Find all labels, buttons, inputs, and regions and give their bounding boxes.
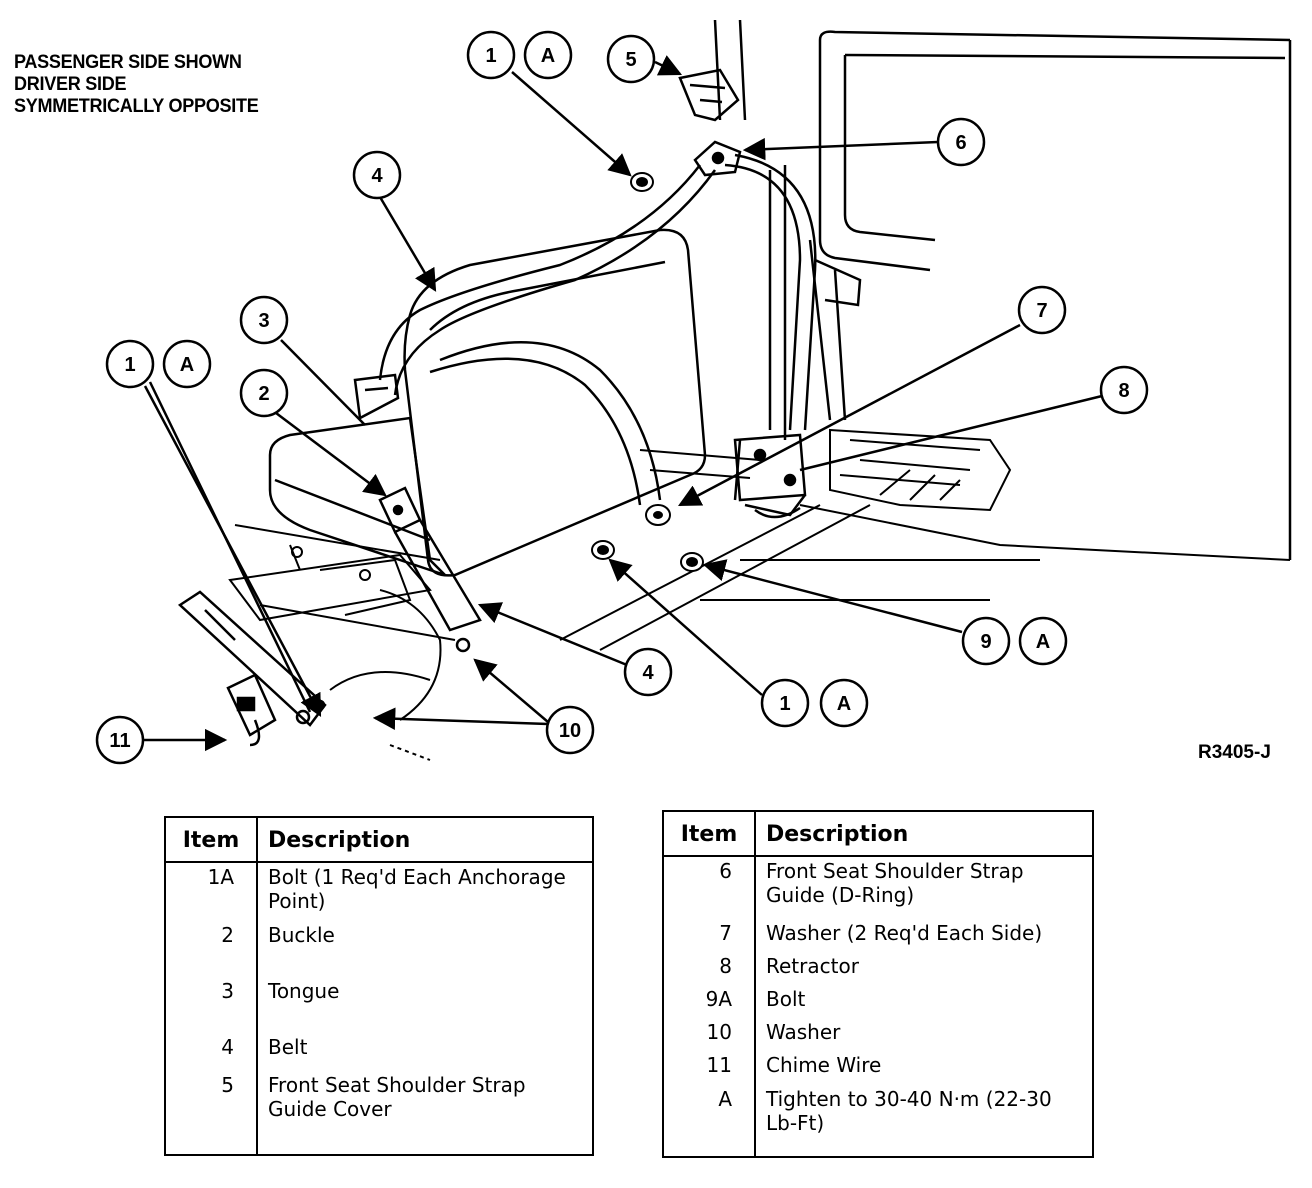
belt-webbing xyxy=(378,153,817,506)
bolt-retractor xyxy=(680,552,704,572)
note-line: SYMMETRICALLY OPPOSITE xyxy=(14,96,259,117)
legend-table-right: Item Description 6 Front Seat Shoulder S… xyxy=(662,810,1094,1158)
table-row: 7 Washer (2 Req'd Each Side) xyxy=(663,918,1093,952)
d-ring-guide xyxy=(693,140,742,177)
item-number: 10 xyxy=(663,1018,756,1052)
callout-6: 6 xyxy=(936,117,986,167)
table-row: 2 Buckle xyxy=(165,921,593,977)
table-row: 11 Chime Wire xyxy=(663,1051,1093,1085)
item-number: 8 xyxy=(663,951,756,986)
svg-text:8: 8 xyxy=(1118,380,1129,402)
callout-10: 10 xyxy=(545,705,595,755)
callout-7: 7 xyxy=(1017,285,1067,335)
table-row: 10 Washer xyxy=(663,1018,1093,1052)
item-number: 6 xyxy=(663,856,756,919)
exploded-view-illustration: 1 A 5 6 4 3 1 A 2 xyxy=(95,19,1292,765)
item-number: 1A xyxy=(165,862,258,921)
callout-11: 11 xyxy=(95,715,145,765)
table-row: 6 Front Seat Shoulder Strap Guide (D-Rin… xyxy=(663,856,1093,919)
callout-1a-left: 1 A xyxy=(105,339,212,389)
seat-belt-diagram: PASSENGER SIDE SHOWN DRIVER SIDE SYMMETR… xyxy=(14,19,1292,765)
legend-table-left: Item Description 1A Bolt (1 Req'd Each A… xyxy=(164,816,594,1156)
item-description: Washer xyxy=(766,1020,841,1045)
svg-text:1: 1 xyxy=(779,693,790,715)
svg-text:2: 2 xyxy=(258,383,269,405)
svg-text:4: 4 xyxy=(371,165,383,187)
item-description: Bolt xyxy=(766,987,806,1012)
callout-8: 8 xyxy=(1099,365,1149,415)
svg-text:A: A xyxy=(180,354,194,376)
item-description: Retractor xyxy=(766,953,859,978)
item-number: A xyxy=(663,1084,756,1157)
item-number: 7 xyxy=(663,918,756,952)
note-line: PASSENGER SIDE SHOWN xyxy=(14,52,242,73)
item-number: 11 xyxy=(663,1051,756,1085)
item-description: Front Seat Shoulder Strap Guide Cover xyxy=(268,1073,526,1122)
retractor-mount-bracket xyxy=(829,428,1012,512)
seat-cushion xyxy=(268,416,446,577)
vehicle-body-pillar xyxy=(713,19,1292,560)
item-number: 9A xyxy=(663,985,756,1019)
item-description: Tighten to 30-40 N·m (22-30 Lb-Ft) xyxy=(766,1086,1052,1135)
table-row: 8 Retractor xyxy=(663,951,1093,986)
svg-text:4: 4 xyxy=(642,662,654,684)
guide-cover xyxy=(678,68,740,122)
svg-text:5: 5 xyxy=(625,49,636,71)
item-description: Washer (2 Req'd Each Side) xyxy=(766,920,1043,945)
table-row: A Tighten to 30-40 N·m (22-30 Lb-Ft) xyxy=(663,1084,1093,1157)
callout-9a: 9 A xyxy=(961,616,1068,666)
svg-text:9: 9 xyxy=(980,631,991,653)
column-header-item: Item xyxy=(663,811,756,857)
leader-lines xyxy=(143,55,1103,752)
column-header-description: Description xyxy=(257,817,593,863)
item-description: Buckle xyxy=(268,923,335,947)
table-row: 5 Front Seat Shoulder Strap Guide Cover xyxy=(165,1071,593,1155)
svg-text:11: 11 xyxy=(109,730,130,752)
tongue-plate xyxy=(353,373,400,420)
item-number: 4 xyxy=(165,1033,258,1072)
svg-text:A: A xyxy=(837,693,851,715)
column-header-item: Item xyxy=(165,817,258,863)
callout-3: 3 xyxy=(239,295,289,345)
item-description: Bolt (1 Req'd Each Anchorage Point) xyxy=(268,865,566,913)
seat-track-frame xyxy=(228,544,442,761)
item-description: Belt xyxy=(268,1035,308,1059)
callout-4-top: 4 xyxy=(352,150,402,200)
item-description: Tongue xyxy=(268,979,340,1003)
callout-1a-top: 1 A xyxy=(466,30,573,80)
svg-text:6: 6 xyxy=(955,132,966,154)
floor-sill xyxy=(234,449,1291,651)
svg-text:A: A xyxy=(1036,631,1050,653)
item-description: Front Seat Shoulder Strap Guide (D-Ring) xyxy=(766,859,1024,907)
item-number: 3 xyxy=(165,977,258,1033)
svg-text:1: 1 xyxy=(124,354,135,376)
table-row: 1A Bolt (1 Req'd Each Anchorage Point) xyxy=(165,862,593,921)
orientation-note: PASSENGER SIDE SHOWN DRIVER SIDE SYMMETR… xyxy=(14,52,259,118)
table-row: 9A Bolt xyxy=(663,985,1093,1019)
svg-text:1: 1 xyxy=(485,45,496,67)
washer-anchor xyxy=(645,504,671,526)
callout-1a-low: 1 A xyxy=(760,678,869,728)
table-row: 3 Tongue xyxy=(165,977,593,1033)
column-header-description: Description xyxy=(755,811,1093,857)
chime-wire-connector xyxy=(226,673,277,747)
item-number: 5 xyxy=(165,1071,258,1155)
svg-text:A: A xyxy=(541,45,555,67)
note-line: DRIVER SIDE xyxy=(14,74,127,95)
bolt-upper xyxy=(630,172,654,192)
svg-text:10: 10 xyxy=(559,720,581,742)
callout-2: 2 xyxy=(239,368,289,418)
seat-back xyxy=(403,228,707,577)
table-row: 4 Belt xyxy=(165,1033,593,1072)
retractor xyxy=(733,433,807,519)
figure-id: R3405-J xyxy=(1198,742,1271,763)
callout-4-low: 4 xyxy=(623,647,673,697)
svg-text:7: 7 xyxy=(1036,300,1047,322)
bolt-floor xyxy=(591,540,615,560)
item-number: 2 xyxy=(165,921,258,977)
svg-text:3: 3 xyxy=(258,310,269,332)
callout-5: 5 xyxy=(606,34,656,84)
item-description: Chime Wire xyxy=(766,1053,882,1078)
